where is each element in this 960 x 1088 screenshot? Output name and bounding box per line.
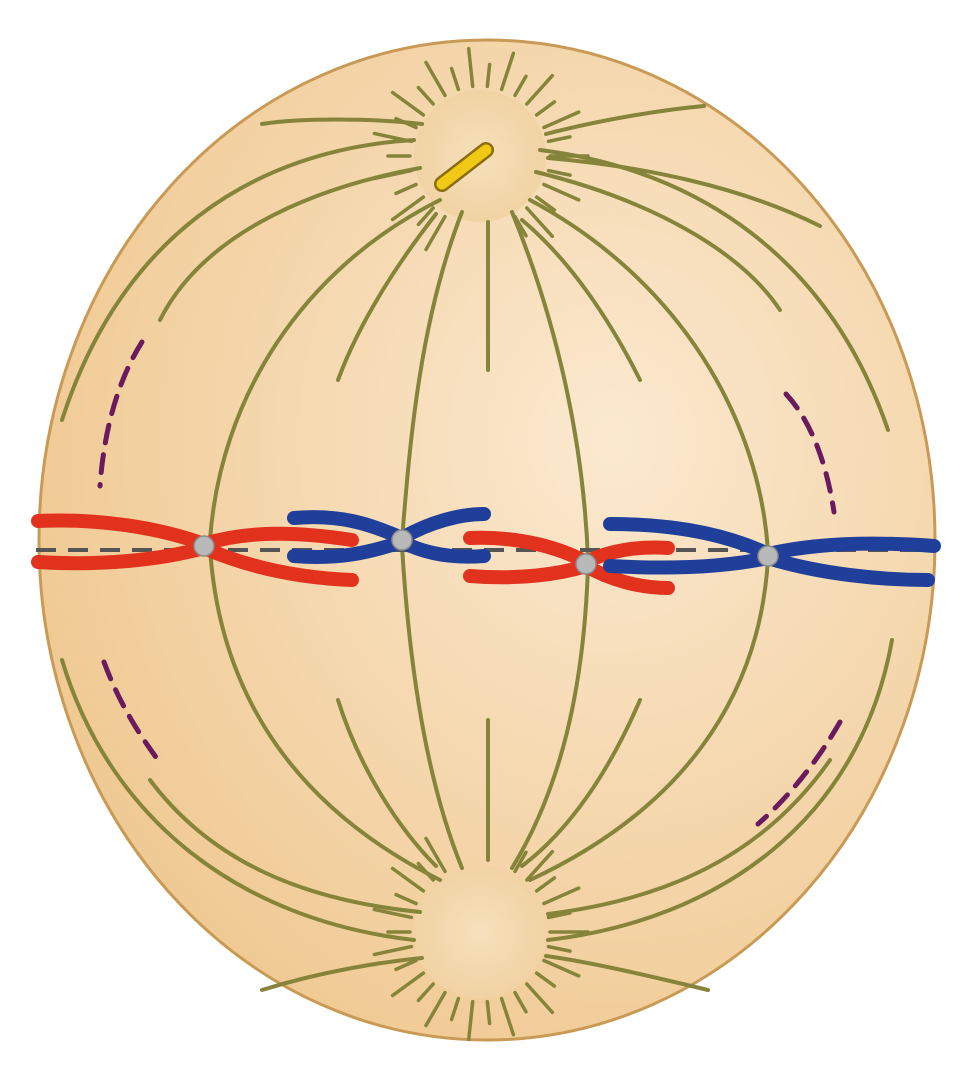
spindle-fiber-icon xyxy=(60,658,416,942)
astral-ray xyxy=(546,135,572,144)
astral-ray xyxy=(546,911,572,920)
astral-ray xyxy=(525,206,555,239)
astral-ray xyxy=(525,73,555,106)
astral-ray xyxy=(416,85,435,106)
nuclear-envelope-fragment-icon xyxy=(755,719,843,827)
spindle-fiber-icon xyxy=(400,544,464,870)
astral-ray xyxy=(542,182,581,202)
astral-ray xyxy=(372,131,414,144)
astral-ray xyxy=(424,214,447,252)
astral-ray xyxy=(390,971,426,998)
astral-ray xyxy=(499,996,516,1037)
astral-ray xyxy=(513,850,528,874)
centriole-icon xyxy=(434,142,494,192)
astral-ray xyxy=(542,958,581,978)
centromere-icon xyxy=(391,529,413,551)
astral-ray xyxy=(542,886,581,906)
astral-ray xyxy=(424,60,447,98)
spindle-fiber-icon xyxy=(510,564,590,870)
astral-ray xyxy=(485,999,492,1026)
chromosome-icon xyxy=(603,517,941,587)
spindle-fiber-icon xyxy=(534,170,782,312)
astral-ray xyxy=(390,90,426,117)
spindle-fiber-icon xyxy=(544,104,706,136)
spindle-fiber-icon xyxy=(520,218,642,382)
centromere-icon xyxy=(193,535,215,557)
spindle-fiber-icon xyxy=(400,210,464,542)
spindle-fibers xyxy=(60,104,894,992)
astral-ray xyxy=(372,944,414,957)
astral-ray xyxy=(525,849,555,882)
chromosomes xyxy=(31,507,941,595)
astral-ray xyxy=(546,944,572,953)
bottom-centrosome xyxy=(414,866,546,998)
centromeres xyxy=(193,529,779,575)
asters xyxy=(372,46,590,1042)
spindle-fiber-icon xyxy=(336,698,438,868)
astral-ray xyxy=(390,195,426,222)
spindle-fiber-icon xyxy=(528,198,770,554)
astral-ray xyxy=(546,168,572,177)
spindle-fiber-icon xyxy=(148,778,422,914)
astral-ray xyxy=(466,46,475,89)
spindle-fiber-icon xyxy=(546,758,832,916)
spindle-fiber-icon xyxy=(544,954,710,992)
chromosome-icon xyxy=(31,513,359,587)
astral-ray xyxy=(525,982,555,1015)
astral-ray xyxy=(416,206,435,227)
astral-ray xyxy=(424,990,447,1028)
astral-ray xyxy=(534,971,557,988)
astral-ray xyxy=(449,996,461,1022)
astral-ray xyxy=(534,876,557,893)
nuclear-envelope-fragment-icon xyxy=(783,391,837,515)
astral-ray xyxy=(513,990,528,1014)
astral-ray xyxy=(394,116,418,130)
spindle-fiber-icon xyxy=(260,956,424,992)
astral-ray xyxy=(394,958,418,972)
astral-ray xyxy=(499,51,516,92)
centromere-icon xyxy=(575,553,597,575)
astral-ray xyxy=(416,982,435,1003)
astral-ray xyxy=(466,999,475,1042)
spindle-fiber-icon xyxy=(528,556,770,882)
astral-ray xyxy=(372,907,414,920)
astral-ray xyxy=(394,182,418,196)
centromere-icon xyxy=(757,545,779,567)
spindle-fiber-icon xyxy=(336,212,438,382)
nuclear-envelope-fragments xyxy=(97,339,843,827)
astral-ray xyxy=(485,62,492,89)
nuclear-envelope-fragment-icon xyxy=(97,339,145,489)
spindle-fiber-icon xyxy=(510,210,590,562)
astral-ray xyxy=(416,861,435,882)
astral-ray xyxy=(534,195,557,212)
astral-ray xyxy=(542,110,581,130)
astral-ray xyxy=(449,66,461,92)
astral-ray xyxy=(394,892,418,906)
astral-ray xyxy=(534,100,557,117)
astral-ray xyxy=(424,836,447,874)
spindle-fiber-icon xyxy=(208,546,442,882)
astral-ray xyxy=(513,214,528,238)
nuclear-envelope-fragment-icon xyxy=(101,659,161,763)
spindle-fiber-icon xyxy=(208,198,442,542)
spindle-fiber-icon xyxy=(546,156,822,228)
astral-ray xyxy=(390,866,426,893)
spindle-fiber-icon xyxy=(546,638,894,942)
spindle-fiber-icon xyxy=(520,698,642,868)
spindle-fiber-icon xyxy=(60,138,416,422)
astral-ray xyxy=(513,74,528,98)
astral-ray xyxy=(372,168,414,181)
